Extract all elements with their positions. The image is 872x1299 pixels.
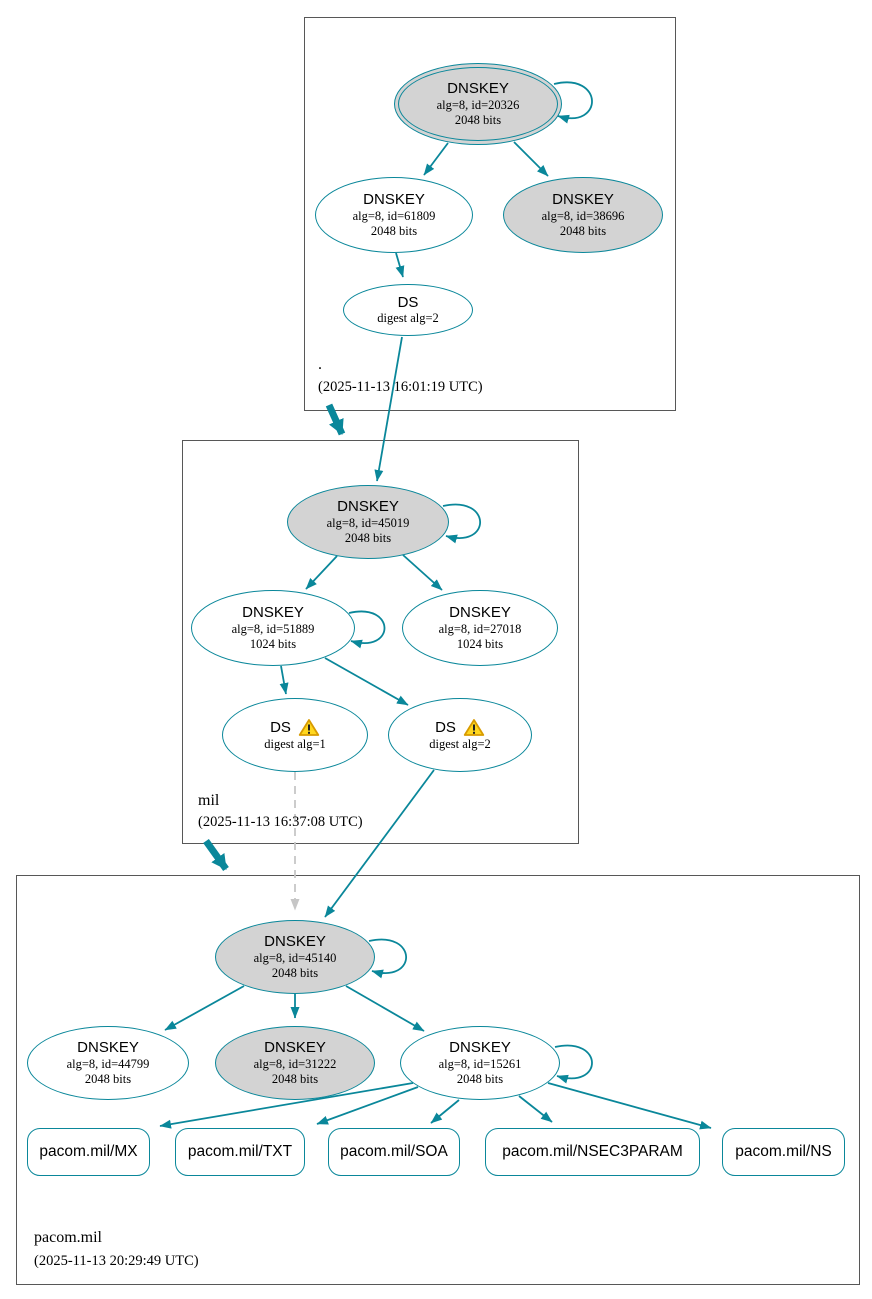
node-title: DNSKEY bbox=[552, 191, 614, 209]
zone-timestamp-mil: (2025-11-13 16:37:08 UTC) bbox=[198, 814, 363, 830]
node-title: DNSKEY bbox=[264, 1039, 326, 1057]
zone-label-pacom-mil: pacom.mil bbox=[34, 1229, 102, 1246]
dnskey-node-mil-45019[interactable]: DNSKEY alg=8, id=45019 2048 bits bbox=[287, 485, 449, 559]
node-detail: 1024 bits bbox=[249, 636, 297, 651]
node-detail: alg=8, id=45019 bbox=[326, 515, 410, 530]
node-detail: digest alg=2 bbox=[429, 737, 491, 751]
edge-pacom-zsk-to-ns bbox=[547, 1082, 712, 1130]
node-title: DNSKEY bbox=[337, 498, 399, 516]
node-detail: 2048 bits bbox=[559, 223, 607, 238]
edge-pacom-zsk-selfloop bbox=[554, 1044, 593, 1084]
node-detail: alg=8, id=51889 bbox=[231, 621, 315, 636]
node-title: DNSKEY bbox=[242, 604, 304, 622]
dnskey-node-pacom-45140[interactable]: DNSKEY alg=8, id=45140 2048 bits bbox=[215, 920, 375, 994]
node-detail: alg=8, id=61809 bbox=[352, 208, 436, 223]
edge-pacom-ksk-to-key15261 bbox=[345, 985, 425, 1032]
ds-node-mil-alg1[interactable]: DS digest alg=1 bbox=[222, 698, 368, 772]
dnskey-node-pacom-44799[interactable]: DNSKEY alg=8, id=44799 2048 bits bbox=[27, 1026, 189, 1100]
node-detail: 2048 bits bbox=[84, 1071, 132, 1086]
edge-root-zsk-to-ds bbox=[395, 252, 405, 278]
node-detail: alg=8, id=38696 bbox=[541, 208, 625, 223]
zone-timestamp-pacom-mil: (2025-11-13 20:29:49 UTC) bbox=[34, 1253, 199, 1269]
rrset-pacom-mil-soa[interactable]: pacom.mil/SOA bbox=[328, 1128, 460, 1176]
dnskey-node-mil-27018[interactable]: DNSKEY alg=8, id=27018 1024 bits bbox=[402, 590, 558, 666]
dnskey-node-pacom-15261[interactable]: DNSKEY alg=8, id=15261 2048 bits bbox=[400, 1026, 560, 1100]
zone-timestamp-root: (2025-11-13 16:01:19 UTC) bbox=[318, 379, 483, 395]
node-detail: 2048 bits bbox=[454, 112, 502, 127]
node-title: DS bbox=[397, 293, 419, 311]
edge-pacom-zsk-to-txt bbox=[316, 1086, 419, 1125]
warning-icon bbox=[463, 719, 485, 736]
node-detail: 2048 bits bbox=[370, 223, 418, 238]
node-title: DNSKEY bbox=[264, 933, 326, 951]
dnskey-node-root-38696[interactable]: DNSKEY alg=8, id=38696 2048 bits bbox=[503, 177, 663, 253]
dnskey-node-root-61809[interactable]: DNSKEY alg=8, id=61809 2048 bits bbox=[315, 177, 473, 253]
ds-node-root[interactable]: DS digest alg=2 bbox=[343, 284, 473, 336]
zone-label-root: . bbox=[318, 356, 322, 373]
node-detail: 2048 bits bbox=[271, 965, 319, 980]
edge-mil-ksk-to-key27018 bbox=[402, 554, 443, 591]
rrset-pacom-mil-nsec3param[interactable]: pacom.mil/NSEC3PARAM bbox=[485, 1128, 700, 1176]
edge-mil-zsk-to-ds2 bbox=[324, 657, 409, 706]
node-title: DNSKEY bbox=[363, 191, 425, 209]
zone-box-root bbox=[304, 17, 676, 411]
ds-node-mil-alg2[interactable]: DS digest alg=2 bbox=[388, 698, 532, 772]
edge-mil-zsk-to-ds1 bbox=[279, 665, 289, 695]
edge-mil-zsk-selfloop bbox=[348, 610, 386, 649]
edge-mil-ksk-to-zsk bbox=[305, 555, 338, 590]
node-title: DNSKEY bbox=[77, 1039, 139, 1057]
node-detail: alg=8, id=44799 bbox=[66, 1056, 150, 1071]
edge-delegation-root-to-mil bbox=[325, 403, 346, 436]
node-detail: alg=8, id=27018 bbox=[438, 621, 522, 636]
node-detail: 2048 bits bbox=[456, 1071, 504, 1086]
edge-pacom-ksk-selfloop bbox=[368, 938, 407, 979]
dnskey-node-root-20326[interactable]: DNSKEY alg=8, id=20326 2048 bits bbox=[394, 63, 562, 145]
node-title: DNSKEY bbox=[447, 80, 509, 98]
node-title: DNSKEY bbox=[449, 604, 511, 622]
node-detail: 2048 bits bbox=[271, 1071, 319, 1086]
rrset-pacom-mil-ns[interactable]: pacom.mil/NS bbox=[722, 1128, 845, 1176]
edge-mil-ksk-selfloop bbox=[442, 503, 481, 544]
edge-root-ds-to-mil-ksk bbox=[374, 336, 403, 482]
edge-pacom-ksk-to-key44799 bbox=[164, 985, 245, 1031]
edge-root-ksk-to-key38696 bbox=[513, 141, 549, 177]
node-detail: alg=8, id=31222 bbox=[253, 1056, 337, 1071]
edge-mil-ds2-to-pacom-ksk bbox=[324, 769, 435, 918]
edge-root-ksk-selfloop bbox=[553, 81, 593, 124]
node-detail: alg=8, id=20326 bbox=[436, 97, 520, 112]
node-detail: alg=8, id=15261 bbox=[438, 1056, 522, 1071]
node-detail: alg=8, id=45140 bbox=[253, 950, 337, 965]
edge-pacom-zsk-to-mx bbox=[159, 1082, 414, 1129]
zone-box-pacom-mil bbox=[16, 875, 860, 1285]
node-detail: digest alg=1 bbox=[264, 737, 326, 751]
node-detail: 1024 bits bbox=[456, 636, 504, 651]
zone-label-mil: mil bbox=[198, 792, 220, 809]
dnskey-node-mil-51889[interactable]: DNSKEY alg=8, id=51889 1024 bits bbox=[191, 590, 355, 666]
edge-pacom-zsk-to-soa bbox=[430, 1099, 460, 1124]
edge-pacom-zsk-to-nsec3param bbox=[518, 1095, 553, 1123]
rrset-pacom-mil-mx[interactable]: pacom.mil/MX bbox=[27, 1128, 150, 1176]
dnskey-node-pacom-31222[interactable]: DNSKEY alg=8, id=31222 2048 bits bbox=[215, 1026, 375, 1100]
node-detail: 2048 bits bbox=[344, 530, 392, 545]
node-title: DS bbox=[270, 718, 291, 736]
rrset-pacom-mil-txt[interactable]: pacom.mil/TXT bbox=[175, 1128, 305, 1176]
node-title: DNSKEY bbox=[449, 1039, 511, 1057]
edge-root-ksk-to-zsk bbox=[423, 142, 449, 176]
node-title: DS bbox=[435, 718, 456, 736]
warning-icon bbox=[298, 719, 320, 736]
node-detail: digest alg=2 bbox=[377, 311, 439, 326]
edge-delegation-mil-to-pacom bbox=[203, 838, 229, 872]
